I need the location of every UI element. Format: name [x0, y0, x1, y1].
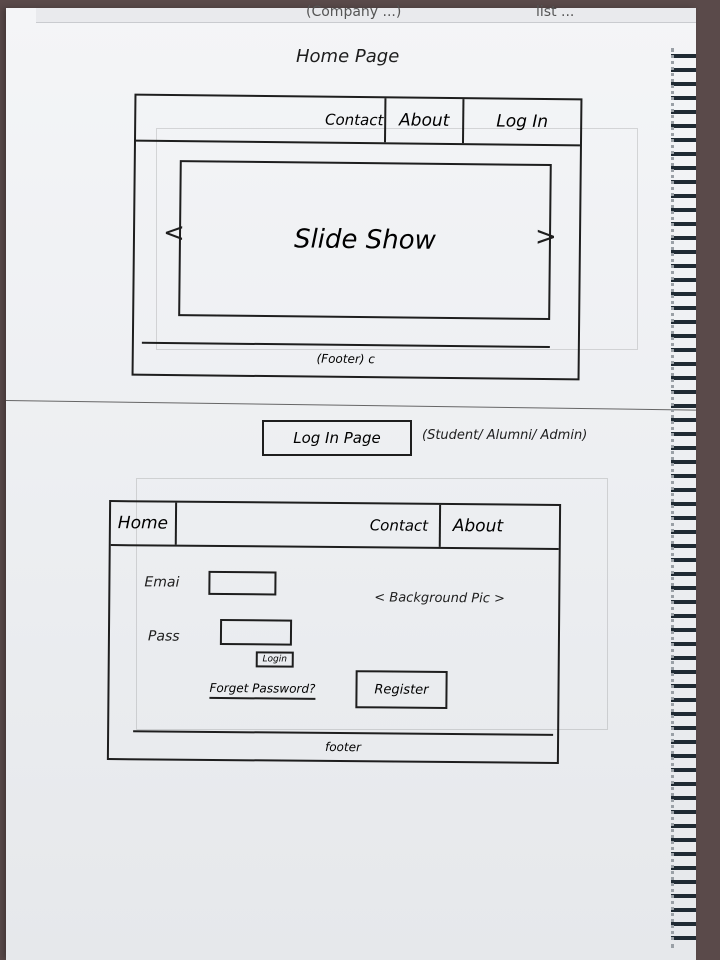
slideshow-next-arrow[interactable]: > — [534, 221, 557, 253]
page-divider-line — [5, 400, 696, 411]
login-button-label: Login — [262, 654, 288, 665]
login-button[interactable]: Login — [255, 651, 294, 668]
notebook-page: (Company ...) list ... Home Page Contact… — [5, 4, 696, 960]
scribble-left: (Company ...) — [306, 4, 402, 20]
notebook-spiral-binding — [671, 48, 696, 948]
login-page-roles-note: (Student/ Alumni/ Admin) — [422, 428, 588, 443]
bleed-through-sketch — [136, 478, 608, 730]
register-button[interactable]: Register — [355, 670, 448, 709]
slideshow-area: Slide Show — [178, 160, 552, 321]
nav-about[interactable]: About — [383, 98, 463, 144]
register-button-label: Register — [374, 681, 429, 698]
password-label: Pass — [147, 628, 180, 645]
login-wireframe: Home Contact About Emai Pass Login Forge… — [106, 500, 562, 764]
login-footer: footer — [132, 730, 554, 762]
home-wireframe: Contact About Log In < Slide Show > (Foo… — [131, 93, 583, 381]
password-field[interactable] — [219, 619, 293, 646]
forgot-password-link[interactable]: Forget Password? — [209, 680, 316, 700]
login-page-heading-box: Log In Page — [262, 420, 412, 456]
nav-contact[interactable]: Contact — [369, 516, 429, 535]
login-footer-label: footer — [324, 739, 362, 755]
bleed-through-sketch — [156, 128, 638, 350]
login-navbar: Home Contact About — [110, 502, 560, 550]
login-page-heading: Log In Page — [293, 429, 381, 447]
background-pic-note: < Background Pic > — [374, 590, 505, 607]
nav-login[interactable]: Log In — [461, 99, 581, 145]
nav-contact[interactable]: Contact — [324, 110, 384, 130]
home-footer-label: (Footer) c — [316, 351, 375, 367]
nav-about[interactable]: About — [438, 504, 516, 548]
home-navbar: Contact About Log In — [135, 95, 581, 147]
slideshow-label: Slide Show — [293, 224, 437, 256]
nav-home[interactable]: Home — [110, 502, 178, 545]
home-page-title: Home Page — [296, 46, 400, 67]
previous-page-edge: (Company ...) list ... — [36, 4, 696, 23]
scribble-right: list ... — [536, 4, 575, 20]
email-field[interactable] — [208, 570, 277, 596]
email-label: Emai — [144, 574, 180, 591]
home-footer: (Footer) c — [141, 341, 550, 375]
